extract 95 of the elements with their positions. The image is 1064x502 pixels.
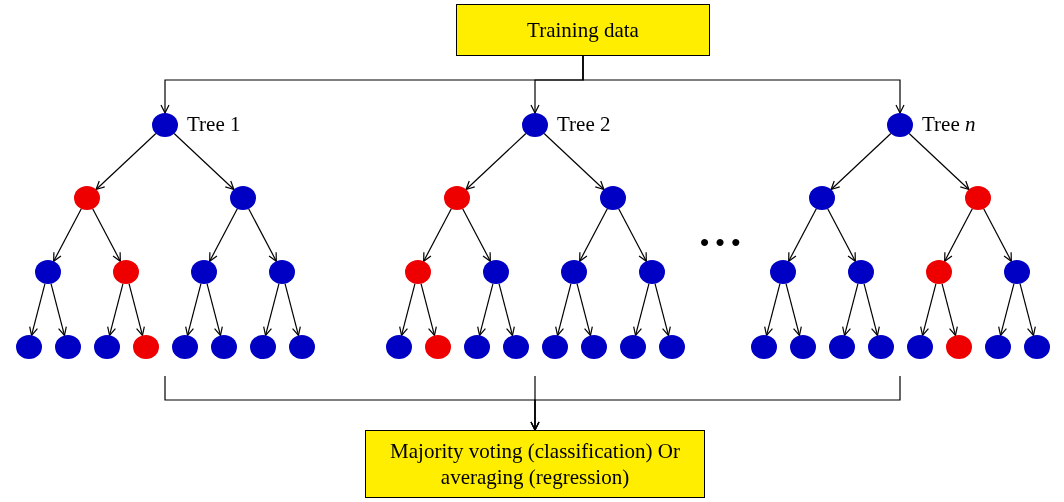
tree-node-circle [1023, 335, 1050, 359]
tree-node-circle [945, 335, 972, 359]
arrow [95, 132, 157, 191]
arrow [92, 208, 121, 262]
tree-node-circle [210, 335, 237, 359]
tree-node-circle [580, 335, 607, 359]
tree-node-circle [541, 335, 568, 359]
tree-node-circle [561, 260, 587, 284]
tree-node-circle [770, 260, 796, 284]
arrow [107, 283, 124, 336]
tree-node-circle [54, 335, 81, 359]
tree-node-circle [867, 335, 894, 359]
tree-node-circle [230, 186, 256, 210]
arrow [173, 132, 235, 191]
arrow [543, 132, 605, 191]
tree-node-circle [74, 186, 100, 210]
arrow [1019, 283, 1036, 336]
arrow [908, 132, 970, 191]
tree-node-circle [658, 335, 685, 359]
tree-node-circle [269, 260, 295, 284]
arrow [863, 283, 880, 336]
tree-node-circle [522, 113, 548, 137]
tree-node-circle [619, 335, 646, 359]
arrow [576, 283, 593, 336]
tree-node-circle [444, 186, 470, 210]
tree-node-circle [171, 335, 198, 359]
tree-node-circle [887, 113, 913, 137]
arrow [248, 208, 277, 262]
tree-node-circle [15, 335, 42, 359]
tree-node-circle [288, 335, 315, 359]
arrow [185, 283, 202, 336]
tree-node-circle [906, 335, 933, 359]
tree-node-circle [424, 335, 451, 359]
arrow [530, 375, 901, 431]
tree-node-circle [132, 335, 159, 359]
tree-node-circle [249, 335, 276, 359]
tree-node-circle [750, 335, 777, 359]
arrow [579, 208, 608, 262]
tree-node-circle [463, 335, 490, 359]
arrow [827, 208, 856, 262]
arrow [920, 283, 937, 336]
arrow [423, 208, 452, 262]
arrow [209, 208, 238, 262]
process-box: Training data [456, 4, 710, 56]
tree-node-circle [152, 113, 178, 137]
tree-node-circle [93, 335, 120, 359]
arrow [785, 283, 802, 336]
tree-label: Tree 1 [187, 112, 241, 137]
tree-node-circle [809, 186, 835, 210]
arrow [53, 208, 82, 262]
tree-node-circle [984, 335, 1011, 359]
arrow [944, 208, 973, 262]
tree-node-circle [502, 335, 529, 359]
tree-node-circle [405, 260, 431, 284]
arrow [206, 283, 223, 336]
arrow [582, 55, 905, 114]
arrow [284, 283, 301, 336]
tree-node-circle [828, 335, 855, 359]
arrow [941, 283, 958, 336]
process-box: Majority voting (classification) Or averaging (regression) [365, 430, 705, 498]
tree-node-circle [191, 260, 217, 284]
tree-label: Tree n [922, 112, 976, 137]
tree-node-circle [113, 260, 139, 284]
arrow [998, 283, 1015, 336]
tree-node-circle [926, 260, 952, 284]
tree-node-circle [789, 335, 816, 359]
arrow [50, 283, 67, 336]
arrow [654, 283, 671, 336]
arrow [462, 208, 491, 262]
arrow [498, 283, 515, 336]
arrow [618, 208, 647, 262]
arrow [29, 283, 46, 336]
arrow [477, 283, 494, 336]
tree-node-circle [385, 335, 412, 359]
arrow [465, 132, 527, 191]
arrow [983, 208, 1012, 262]
arrow [830, 132, 892, 191]
tree-label: Tree 2 [557, 112, 611, 137]
arrow [842, 283, 859, 336]
arrow [555, 283, 572, 336]
arrow [788, 208, 817, 262]
tree-node-circle [35, 260, 61, 284]
arrow [399, 283, 416, 336]
arrow [633, 283, 650, 336]
arrow [764, 283, 781, 336]
tree-node-circle [639, 260, 665, 284]
tree-node-circle [1004, 260, 1030, 284]
tree-node-circle [965, 186, 991, 210]
tree-node-circle [483, 260, 509, 284]
arrow [128, 283, 145, 336]
ellipsis-label: • • • [700, 228, 741, 258]
tree-node-circle [600, 186, 626, 210]
tree-node-circle [848, 260, 874, 284]
arrow [263, 283, 280, 336]
arrow [420, 283, 437, 336]
